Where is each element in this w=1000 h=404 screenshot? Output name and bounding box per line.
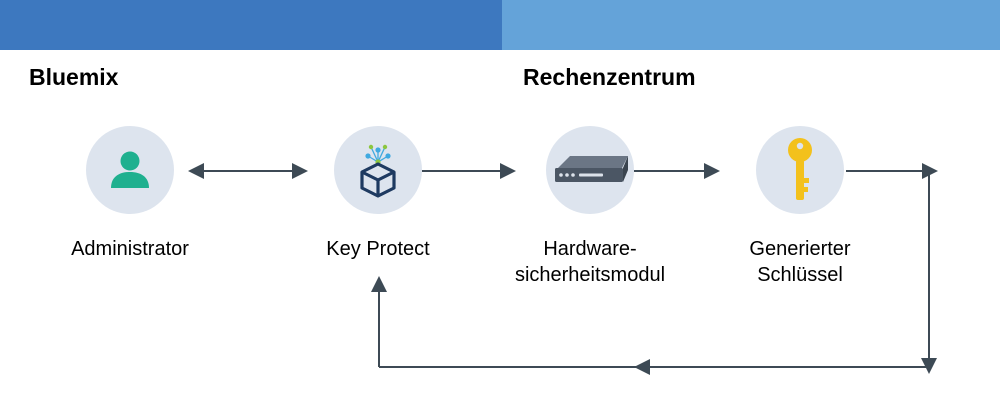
hardware-module-node (546, 126, 634, 214)
arrowhead-left (634, 359, 650, 375)
header-band-bluemix (0, 0, 502, 50)
section-title-bluemix: Bluemix (29, 64, 119, 90)
key-protect-node (334, 126, 422, 214)
arrowhead-right (704, 163, 720, 179)
administrator-node (86, 126, 174, 214)
generated-key-node (756, 126, 844, 214)
key-icon (756, 126, 844, 214)
user-icon (86, 126, 174, 214)
generated-key-label: Generierter Schlüssel (749, 238, 851, 286)
arrowhead-left (188, 163, 204, 179)
header-band-datacenter (502, 0, 1000, 50)
key-protect-icon (334, 126, 422, 214)
hardware-module-label: Hardware- sicherheitsmodul (514, 238, 666, 286)
arrowhead-right (292, 163, 308, 179)
arrowhead-up (371, 276, 387, 292)
key-protect-label: Key Protect (326, 238, 430, 260)
hardware-module-icon (546, 126, 634, 214)
arrowhead-right (500, 163, 516, 179)
section-title-datacenter: Rechenzentrum (523, 64, 696, 90)
administrator-label: Administrator (71, 238, 189, 260)
